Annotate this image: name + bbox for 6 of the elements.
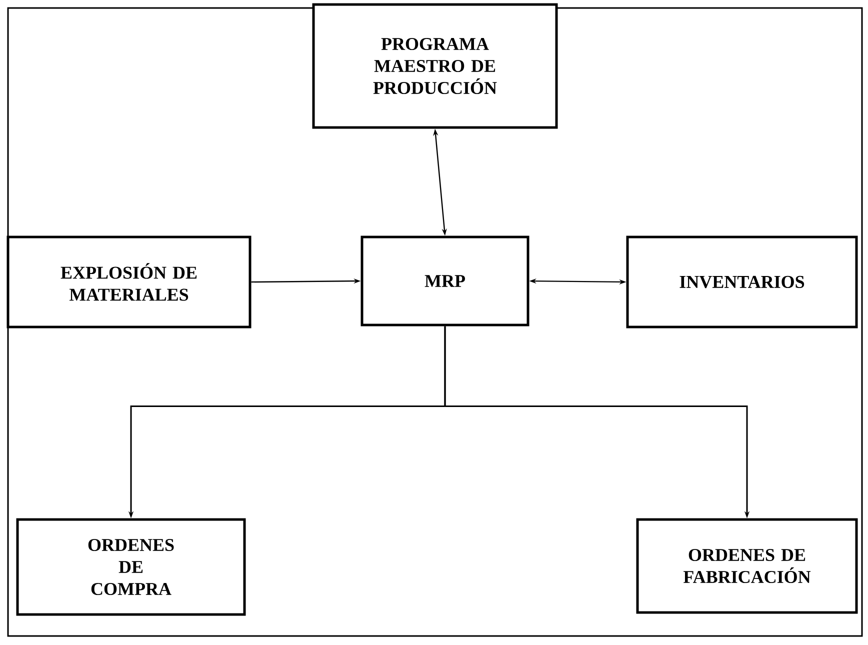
process-box: PROGRAMA MAESTRO DE PRODUCCIÓN: [312, 3, 558, 129]
process-box: ORDENES DE FABRICACIÓN: [636, 518, 858, 614]
process-box: EXPLOSIÓN DE MATERIALES: [6, 236, 252, 328]
process-box: MRP: [360, 236, 530, 326]
process-box: ORDENES DE COMPRA: [16, 518, 246, 616]
process-box: INVENTARIOS: [626, 236, 858, 328]
